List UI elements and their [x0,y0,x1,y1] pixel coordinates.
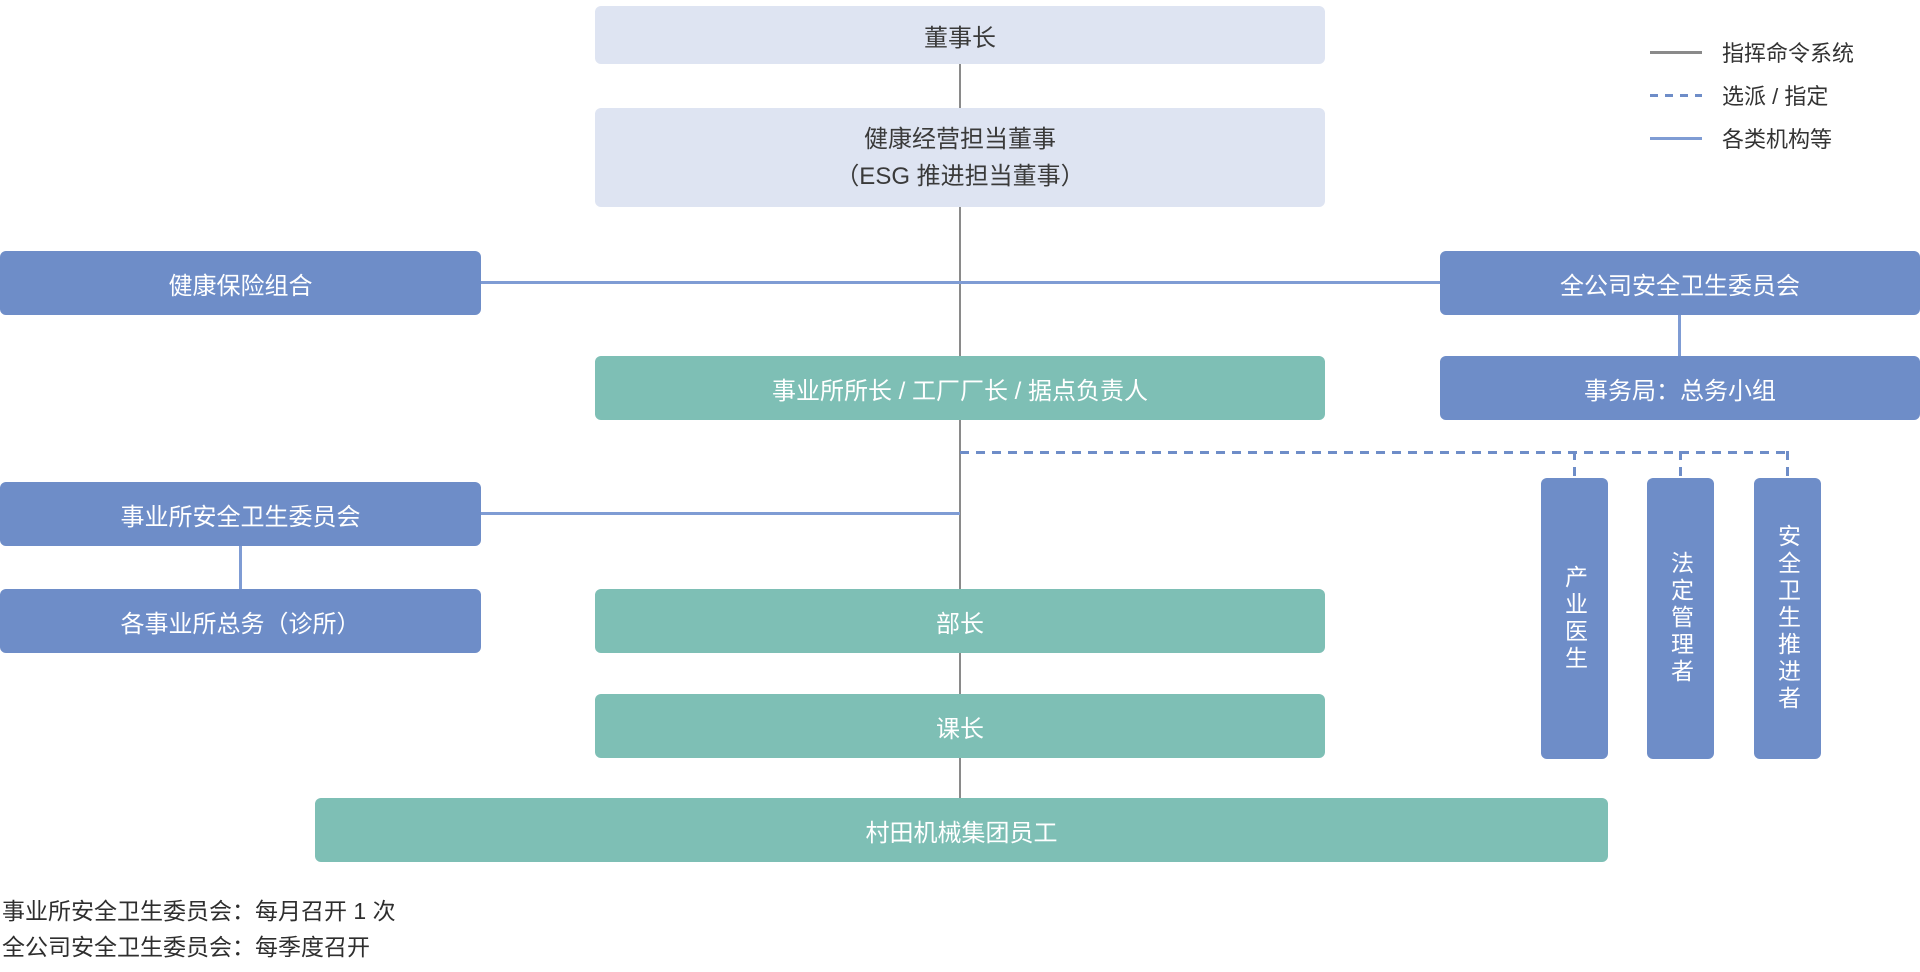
node-occupational-physician: 产业医生 [1541,478,1608,759]
connector-command-chain-vertical [959,62,961,802]
footnote-company-committee-frequency: 全公司安全卫生委员会：每季度召开 [2,934,370,960]
node-health-management-director-label-line2: （ESG 推进担当董事） [835,162,1085,190]
connector-site-committee-horizontal [481,512,960,515]
node-statutory-manager-label: 法定管理者 [1667,551,1694,686]
connector-dashed-drop-physician [1573,451,1576,479]
legend-dashed-blue-line-icon [1650,93,1702,97]
legend-item-organizations: 各类机构等 [1650,126,1854,152]
connector-appointment-dashed-horizontal [960,451,1788,454]
legend: 指挥命令系统 选派 / 指定 各类机构等 [1650,40,1854,169]
node-department-head-label: 部长 [936,610,984,638]
legend-item-appointment: 选派 / 指定 [1650,83,1854,109]
node-site-safety-health-committee: 事业所安全卫生委员会 [0,482,481,546]
node-company-safety-health-committee: 全公司安全卫生委员会 [1440,251,1920,315]
node-chairman-label: 董事长 [924,24,996,52]
node-safety-health-promoter: 安全卫生推进者 [1754,478,1821,759]
connector-insurance-to-committee-horizontal [481,281,1440,284]
node-group-employees: 村田机械集团员工 [315,798,1608,862]
node-group-employees-label: 村田机械集团员工 [865,819,1058,847]
node-section-head-label: 课长 [936,715,984,743]
node-site-head: 事业所所长 / 工厂厂长 / 据点负责人 [595,356,1325,420]
connector-dashed-drop-safety-promoter [1786,451,1789,479]
legend-solid-blue-line-icon [1650,136,1702,140]
node-safety-health-promoter-label: 安全卫生推进者 [1774,524,1801,713]
node-site-general-affairs-clinic-label: 各事业所总务（诊所） [120,610,361,638]
legend-solid-gray-line-icon [1650,50,1702,54]
node-site-safety-health-committee-label: 事业所安全卫生委员会 [120,503,361,531]
connector-site-committee-to-clinic-vertical [239,546,242,589]
legend-command-system-label: 指挥命令系统 [1722,41,1855,66]
node-health-management-director: 健康经营担当董事 （ESG 推进担当董事） [595,108,1325,207]
node-secretariat-general-affairs-label: 事务局：总务小组 [1584,377,1776,405]
node-health-insurance-association: 健康保险组合 [0,251,481,315]
node-site-general-affairs-clinic: 各事业所总务（诊所） [0,589,481,653]
legend-organizations-label: 各类机构等 [1722,127,1833,152]
node-department-head: 部长 [595,589,1325,653]
legend-appointment-label: 选派 / 指定 [1722,84,1829,109]
footnote-site-committee-frequency: 事业所安全卫生委员会：每月召开 1 次 [2,898,396,924]
node-secretariat-general-affairs: 事务局：总务小组 [1440,356,1920,420]
node-chairman: 董事长 [595,6,1325,64]
node-health-insurance-association-label: 健康保险组合 [168,272,313,300]
node-health-management-director-label-line1: 健康经营担当董事 [864,125,1056,153]
legend-item-command-system: 指挥命令系统 [1650,40,1854,66]
node-site-head-label: 事业所所长 / 工厂厂长 / 据点负责人 [771,377,1148,405]
node-statutory-manager: 法定管理者 [1647,478,1714,759]
footnotes: 事业所安全卫生委员会：每月召开 1 次 全公司安全卫生委员会：每季度召开 [2,893,396,965]
connector-dashed-drop-statutory-manager [1679,451,1682,479]
connector-committee-to-secretariat-vertical [1678,315,1681,356]
node-occupational-physician-label: 产业医生 [1561,564,1588,673]
node-company-safety-health-committee-label: 全公司安全卫生委员会 [1560,272,1800,300]
node-section-head: 课长 [595,694,1325,758]
